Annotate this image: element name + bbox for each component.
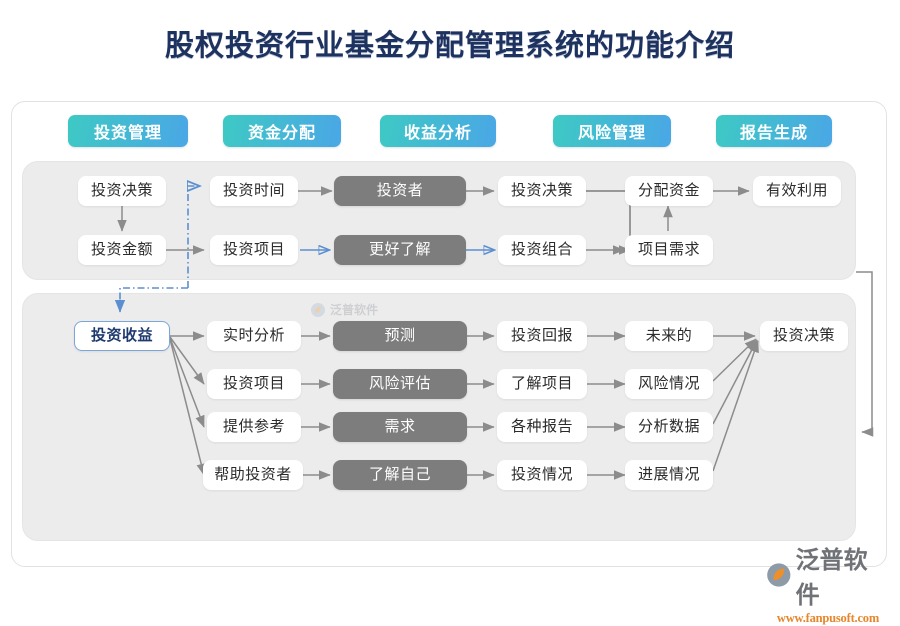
node-investment-decision-2[interactable]: 投资决策 [498,176,586,206]
node-various-reports[interactable]: 各种报告 [497,412,587,442]
tab-fund-allocation[interactable]: 资金分配 [223,115,341,147]
node-help-investor[interactable]: 帮助投资者 [203,460,303,490]
brand-logo: 泛普软件 www.fanpusoft.com [766,540,890,625]
tab-investment-management[interactable]: 投资管理 [68,115,188,147]
fanpu-mark-icon [767,563,791,587]
node-better-understand[interactable]: 更好了解 [334,235,466,265]
node-know-yourself[interactable]: 了解自己 [333,460,467,490]
brand-name: 泛普软件 [795,548,868,609]
node-effective-use[interactable]: 有效利用 [753,176,841,206]
node-demand[interactable]: 需求 [333,412,467,442]
node-investment-return-root[interactable]: 投资收益 [74,321,170,351]
node-project-requirement[interactable]: 项目需求 [625,235,713,265]
node-investor[interactable]: 投资者 [334,176,466,206]
node-portfolio[interactable]: 投资组合 [498,235,586,265]
node-investment-time[interactable]: 投资时间 [210,176,298,206]
node-risk-status[interactable]: 风险情况 [625,369,713,399]
node-investment-return[interactable]: 投资回报 [497,321,587,351]
page-title: 股权投资行业基金分配管理系统的功能介绍 [164,30,735,62]
node-progress-status[interactable]: 进展情况 [625,460,713,490]
node-risk-assessment[interactable]: 风险评估 [333,369,467,399]
node-investment-status[interactable]: 投资情况 [497,460,587,490]
diagram-page: 股权投资行业基金分配管理系统的功能介绍 [11,30,890,625]
tab-bar: 投资管理 资金分配 收益分析 风险管理 报告生成 [11,115,887,153]
tab-report-generation[interactable]: 报告生成 [716,115,832,147]
node-investment-project-top[interactable]: 投资项目 [210,235,298,265]
node-realtime-analysis[interactable]: 实时分析 [207,321,301,351]
node-future[interactable]: 未来的 [625,321,713,351]
node-forecast[interactable]: 预测 [333,321,467,351]
node-provide-reference[interactable]: 提供参考 [207,412,301,442]
node-investment-amount[interactable]: 投资金额 [78,235,166,265]
node-understand-project[interactable]: 了解项目 [497,369,587,399]
node-analyze-data[interactable]: 分析数据 [625,412,713,442]
tab-risk-management[interactable]: 风险管理 [553,115,671,147]
node-investment-decision-1[interactable]: 投资决策 [78,176,166,206]
node-investment-decision-final[interactable]: 投资决策 [760,321,848,351]
node-investment-project-bottom[interactable]: 投资项目 [207,369,301,399]
brand-url: www.fanpusoft.com [776,611,880,625]
tab-return-analysis[interactable]: 收益分析 [380,115,496,147]
node-allocate-funds[interactable]: 分配资金 [625,176,713,206]
